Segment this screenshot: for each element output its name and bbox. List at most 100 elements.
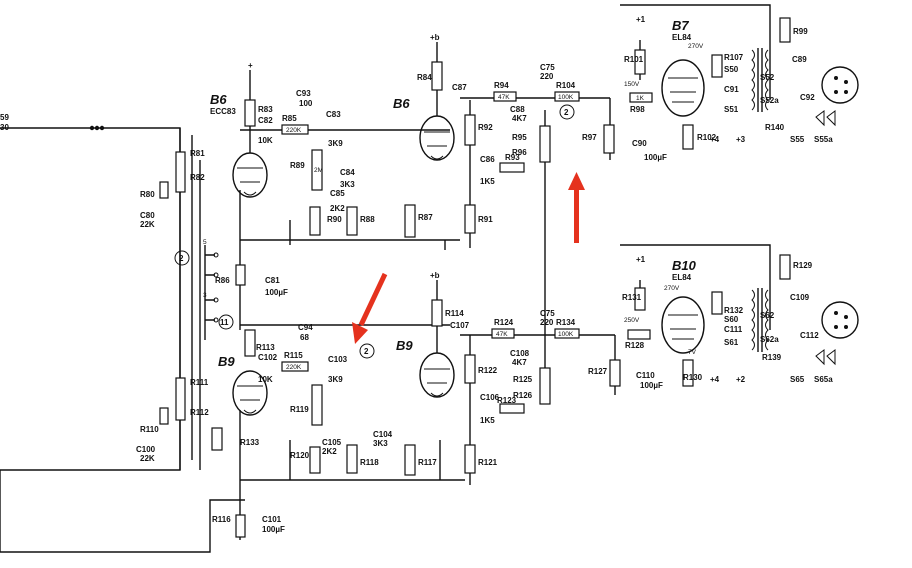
r140-label: R140: [765, 123, 785, 132]
supply-plus4-top: +4: [710, 135, 720, 144]
r94-value: 47K: [498, 94, 510, 101]
c108-value: 4K7: [512, 358, 527, 367]
c92-label: C92: [800, 93, 815, 102]
s50-label: S50: [724, 65, 739, 74]
ref-circle-11: [218, 314, 234, 330]
s60-label: S60: [724, 315, 739, 324]
supply-plus-b-top: +b: [430, 33, 440, 42]
r92-label: R92: [478, 123, 493, 132]
c104-label: C104: [373, 430, 393, 439]
supply-plus4-bottom: +4: [710, 375, 720, 384]
supply-plus2-bottom: +2: [736, 375, 746, 384]
s62a-label: S62a: [760, 335, 779, 344]
tube-b10: [661, 296, 705, 354]
bottom-output-stage: +1 R131 B10 EL84 270V 250V 7V R128 R127 …: [588, 244, 859, 395]
s52-label: S52: [760, 73, 775, 82]
r98-value: 1K: [636, 95, 645, 102]
c85-value: 2K2: [330, 204, 345, 213]
r104-value: 100K: [558, 94, 574, 101]
supply-plus-b-bottom: +b: [430, 271, 440, 280]
b7-screen-voltage: 150V: [624, 81, 640, 88]
top-channel: B6 ECC83 R81 R82 R80 C80 22K + R83 C82 1…: [140, 33, 610, 395]
r130-label: R130: [683, 373, 703, 382]
c75-value: 220: [540, 72, 554, 81]
r129-label: R129: [793, 261, 813, 270]
tube-b10-name: B10: [672, 258, 697, 273]
ref-2-top: 2: [564, 108, 569, 117]
c86-label: C86: [480, 155, 495, 164]
r122-label: R122: [478, 366, 498, 375]
ref-2-label: 2: [179, 254, 184, 263]
c91-label: C91: [724, 85, 739, 94]
switch-pin-5: 5: [203, 239, 207, 246]
c103-label: C103: [328, 355, 348, 364]
s65a-label: S65a: [814, 375, 833, 384]
r95-label: R95: [512, 133, 527, 142]
r89-label: R89: [290, 161, 305, 170]
tube-b9-preamp: B9: [218, 354, 268, 416]
c102-value: 10K: [258, 375, 273, 384]
b7-voltage: 270V: [688, 43, 704, 50]
c80-value: 22K: [140, 220, 155, 229]
r128-label: R128: [625, 341, 645, 350]
r126-label: R126: [513, 391, 533, 400]
r88-label: R88: [360, 215, 375, 224]
r91-label: R91: [478, 215, 493, 224]
s61-label: S61: [724, 338, 739, 347]
c109-label: C109: [790, 293, 810, 302]
r131-label: R131: [622, 293, 642, 302]
r133-label: R133: [240, 438, 260, 447]
c84-label: C84: [340, 168, 355, 177]
r117-label: R117: [418, 458, 437, 467]
c90-value: 100µF: [644, 153, 667, 162]
c111-label: C111: [724, 325, 743, 334]
c88-value: 4K7: [512, 114, 527, 123]
ref-circle-2: [174, 250, 190, 266]
b10-voltage: 270V: [664, 285, 680, 292]
c101-label: C101: [262, 515, 282, 524]
c106-value: 1K5: [480, 416, 495, 425]
output-jack-top: [821, 66, 859, 104]
r132-label: R132: [724, 306, 744, 315]
c94-label: C94: [298, 323, 313, 332]
switch-pin-3: 3: [203, 292, 207, 299]
tube-b9-driver-name: B9: [396, 338, 413, 353]
r90-label: R90: [327, 215, 342, 224]
c110-value: 100µF: [640, 381, 663, 390]
c100-label: C100: [136, 445, 156, 454]
r121-label: R121: [478, 458, 498, 467]
input-wiring: 59 30 2: [0, 113, 245, 553]
c83-label: C83: [326, 110, 341, 119]
c87-label: C87: [452, 83, 467, 92]
c85-label: C85: [330, 189, 345, 198]
r127-label: R127: [588, 367, 608, 376]
r102-label: R102: [697, 133, 717, 142]
r123-label: R123: [497, 396, 517, 405]
annotation-arrow-down-left: [352, 272, 388, 344]
c84-value: 3K3: [340, 180, 355, 189]
c94-value: 68: [300, 333, 309, 342]
r124-value: 47K: [496, 331, 508, 338]
r134-value: 100K: [558, 331, 574, 338]
r84-label: R84: [417, 73, 432, 82]
ref-11-label: 11: [220, 318, 229, 327]
c104-value: 3K3: [373, 439, 388, 448]
r124-label: R124: [494, 318, 514, 327]
c89-label: C89: [792, 55, 807, 64]
r99-label: R99: [793, 27, 808, 36]
r115-label: R115: [284, 351, 303, 360]
tube-b9-name: B9: [218, 354, 235, 369]
c112-label: C112: [800, 331, 819, 340]
b10-cathode-voltage: 7V: [688, 349, 697, 356]
bottom-channel: B9 R111 R112 R110 C100 22K R113 C102 10K…: [136, 271, 615, 540]
tube-b6-type: ECC83: [210, 107, 236, 116]
tube-b6-preamp: B6 ECC83: [210, 92, 268, 198]
r82-label: R82: [190, 173, 205, 182]
r93-label: R93: [505, 153, 520, 162]
r115-value: 220K: [286, 364, 302, 371]
edge-label-59: 59: [0, 113, 9, 122]
c103-value: 3K9: [328, 375, 343, 384]
c110-label: C110: [636, 371, 655, 380]
